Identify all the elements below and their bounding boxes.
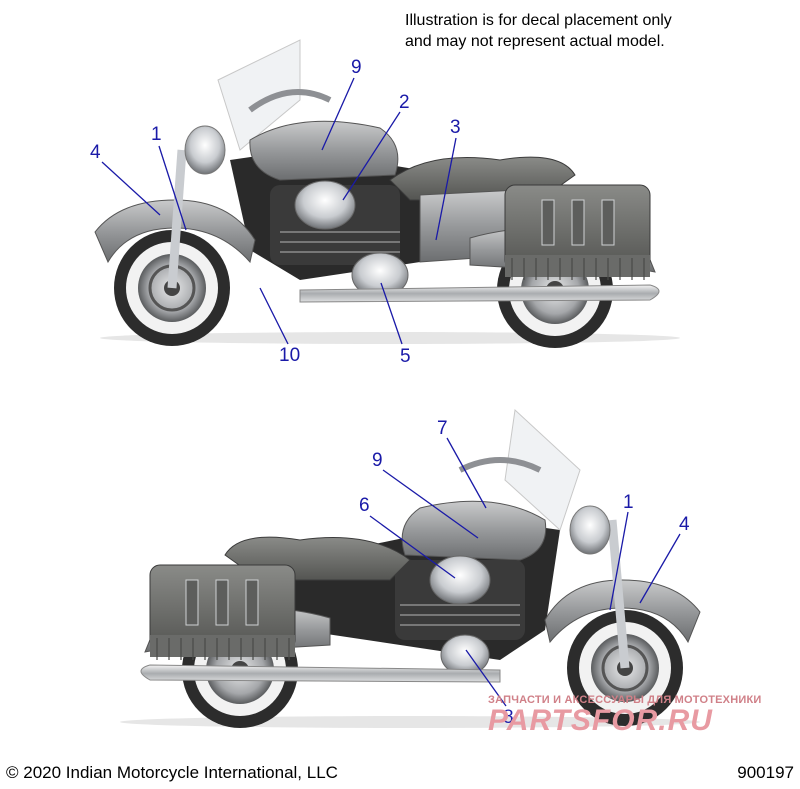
fuel-tank-bottom [401, 500, 547, 561]
handlebar-top [248, 89, 332, 113]
disclaimer-line-1: Illustration is for decal placement only [405, 12, 672, 29]
callout-bottom-6: 6 [359, 495, 456, 579]
watermark-logo: PARTSFOR.RU [488, 704, 713, 737]
callout-bottom-4-number: 4 [679, 514, 690, 535]
front-fender-bottom [544, 579, 701, 644]
callout-top-5-number: 5 [400, 346, 411, 367]
watermark: ЗАПЧАСТИ И АКСЕССУАРЫ ДЛЯ МОТОТЕХНИКИ PA… [488, 694, 788, 738]
windshield-bottom [504, 408, 581, 531]
callout-top-4-number: 4 [90, 142, 101, 163]
watermark-tagline: ЗАПЧАСТИ И АКСЕССУАРЫ ДЛЯ МОТОТЕХНИКИ [488, 694, 762, 706]
fuel-tank-top [249, 120, 399, 181]
front-fork-bottom [607, 519, 630, 669]
callout-bottom-8: 8 [465, 649, 514, 728]
engine-bottom [395, 555, 525, 676]
callout-top-3-number: 3 [450, 117, 461, 138]
headlight-bottom [569, 505, 611, 555]
callout-bottom-6-number: 6 [359, 495, 370, 516]
headlight-top [184, 125, 226, 175]
callout-top-2: 2 [342, 92, 410, 201]
part-number: 900197 [737, 763, 794, 782]
callout-bottom-8-number: 8 [503, 707, 514, 728]
callout-bottom-9-number: 9 [372, 450, 383, 471]
callout-top-9: 9 [321, 57, 362, 151]
callout-bottom-9: 9 [372, 450, 479, 539]
callout-top-3: 3 [435, 117, 461, 241]
exhaust-bottom [140, 664, 501, 683]
callout-top-9-number: 9 [351, 57, 362, 78]
disclaimer-note: Illustration is for decal placement only… [405, 10, 765, 52]
callout-bottom-7: 7 [437, 418, 487, 509]
callouts-top: 1 2 3 4 5 9 10 [90, 57, 461, 367]
callout-top-1: 1 [151, 124, 187, 231]
callout-top-4: 4 [90, 142, 161, 216]
motorcycle-bottom [120, 408, 701, 728]
callout-bottom-4: 4 [639, 514, 690, 604]
callout-top-10-number: 10 [279, 345, 300, 366]
exhaust-top [299, 284, 660, 303]
callout-bottom-7-number: 7 [437, 418, 448, 439]
saddlebag-bottom [149, 564, 296, 660]
front-fender-top [94, 199, 256, 264]
windshield-top [217, 39, 301, 151]
front-fork-top [167, 149, 187, 289]
callout-bottom-1: 1 [609, 492, 634, 611]
copyright-text: © 2020 Indian Motorcycle International, … [6, 763, 338, 782]
callout-top-5: 5 [380, 282, 411, 367]
motorcycle-top [94, 39, 680, 348]
callout-top-10: 10 [259, 287, 300, 366]
callout-top-1-number: 1 [151, 124, 162, 145]
disclaimer-line-2: and may not represent actual model. [405, 33, 665, 50]
saddlebag-top [504, 184, 651, 280]
handlebar-bottom [458, 457, 542, 473]
engine-top [270, 180, 409, 298]
callouts-bottom: 1 4 6 7 8 9 [359, 418, 690, 728]
callout-bottom-1-number: 1 [623, 492, 634, 513]
callout-top-2-number: 2 [399, 92, 410, 113]
